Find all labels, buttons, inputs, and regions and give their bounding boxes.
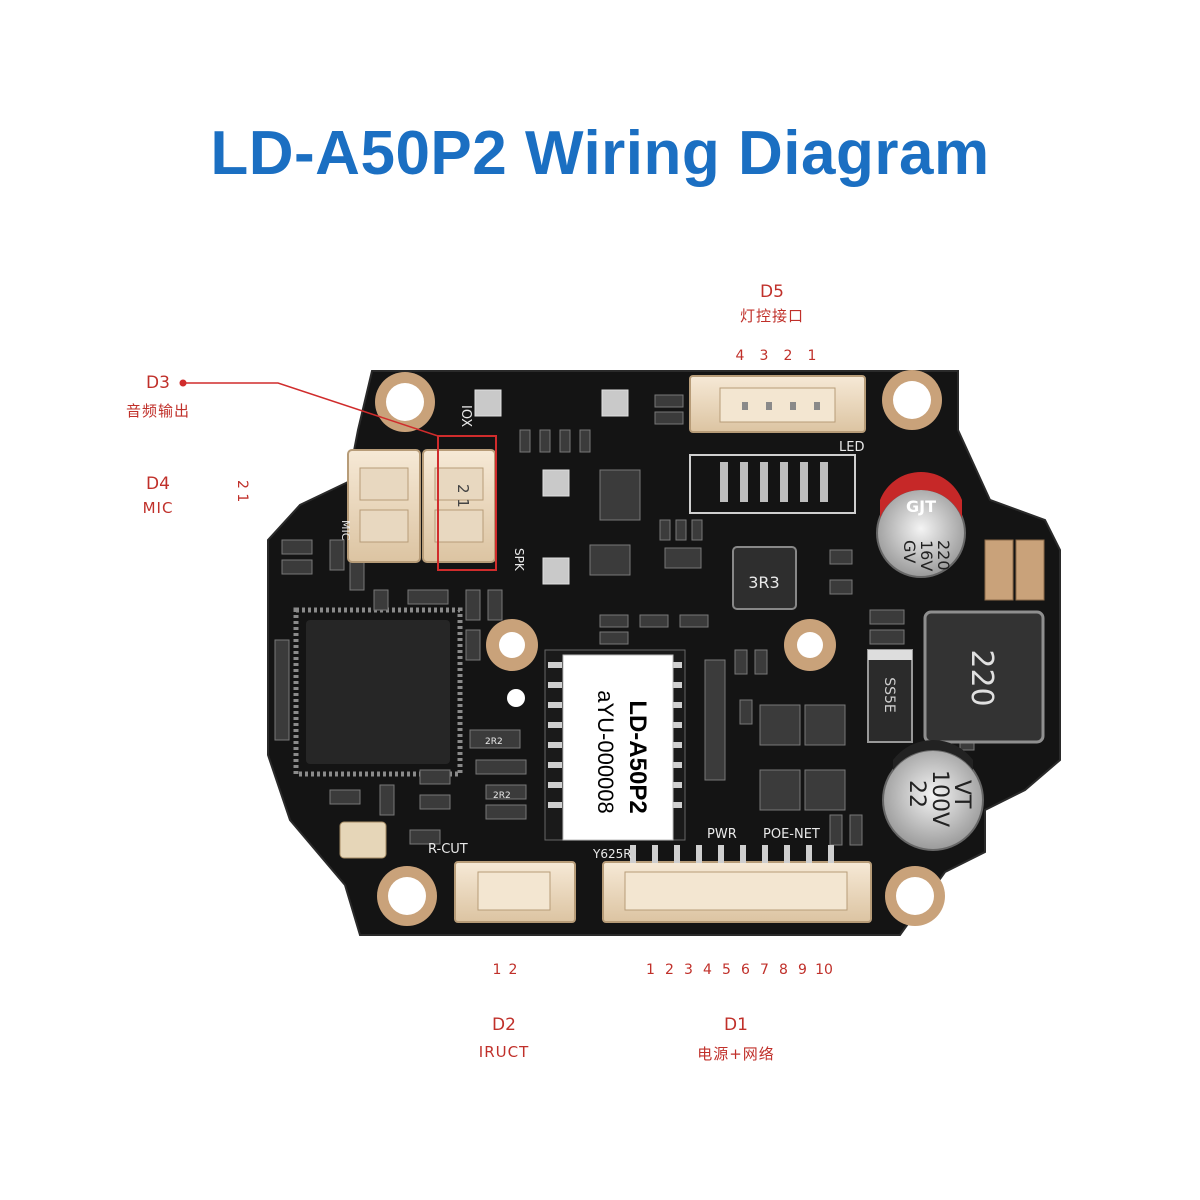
inductor-small: 3R3 bbox=[732, 546, 797, 610]
d3-code: D3 bbox=[146, 373, 170, 393]
capacitor-value-label: 22 bbox=[904, 780, 929, 808]
ircut-connector-d2 bbox=[454, 861, 576, 923]
d3-leader-line bbox=[183, 382, 439, 437]
power-network-connector-d1 bbox=[602, 861, 872, 923]
d1-pin: 7 bbox=[760, 962, 769, 978]
d5-pin-numbers: 4 3 2 1 bbox=[728, 348, 824, 364]
d1-description: 电源+网络 bbox=[697, 1045, 775, 1063]
d4-pin-numbers: 2 1 bbox=[234, 480, 250, 502]
d2-pin: 2 bbox=[508, 962, 518, 978]
d1-pin: 6 bbox=[741, 962, 750, 978]
d5-code: D5 bbox=[760, 282, 784, 302]
capacitor-220uf: GJT 220 16V GV bbox=[876, 471, 966, 578]
page-title: LD-A50P2 Wiring Diagram bbox=[210, 119, 990, 188]
silk-pwr: PWR bbox=[707, 827, 737, 842]
d1-pin-numbers: 1 2 3 4 5 6 7 8 9 10 bbox=[641, 962, 836, 978]
d3-description: 音频输出 bbox=[125, 402, 190, 420]
silk-box bbox=[689, 454, 856, 514]
inductor-small-label: 3R3 bbox=[748, 573, 779, 592]
silk-r-cut: R-CUT bbox=[428, 842, 468, 857]
inductor-large: 220 bbox=[923, 610, 1045, 744]
silk-spk: SPK bbox=[512, 548, 526, 572]
d3-leader-dot bbox=[179, 379, 187, 387]
audio-connector-d3 bbox=[422, 449, 496, 563]
d5-pin: 3 bbox=[759, 348, 769, 364]
capacitor-smd bbox=[984, 539, 1014, 601]
d2-description: IRUCT bbox=[478, 1043, 530, 1061]
mount-hole-center-left bbox=[486, 619, 538, 671]
capacitor-series-label: VT bbox=[949, 780, 974, 809]
d5-description: 灯控接口 bbox=[739, 307, 804, 325]
silk-mic: MIC bbox=[339, 520, 352, 541]
via-hole bbox=[507, 689, 525, 707]
smd-components bbox=[274, 394, 975, 846]
module-model-label: LD-A50P2 bbox=[624, 700, 651, 813]
d5-pin: 2 bbox=[783, 348, 793, 364]
inductor-large-label: 220 bbox=[964, 649, 999, 706]
capacitor-brand-label: GJT bbox=[906, 497, 936, 516]
capacitor-smd bbox=[1015, 539, 1045, 601]
network-module: LD-A50P2 aYU-000008 bbox=[544, 649, 686, 841]
diode-label: SS5E bbox=[881, 677, 897, 713]
test-pad bbox=[542, 469, 570, 497]
d1-pin: 1 bbox=[646, 962, 655, 978]
led-connector-d5 bbox=[689, 375, 866, 433]
module-serial-label: aYU-000008 bbox=[593, 690, 618, 814]
silk-iox: IOX bbox=[458, 405, 473, 427]
capacitor-series-label: GV bbox=[900, 540, 919, 563]
test-pad bbox=[542, 557, 570, 585]
capacitor-volt-label: 100V bbox=[927, 770, 952, 827]
silk-revision: Y625R bbox=[592, 847, 632, 861]
d2-pin: 1 bbox=[492, 962, 502, 978]
test-pad bbox=[601, 389, 629, 417]
diode: SS5E bbox=[867, 649, 913, 743]
d1-code: D1 bbox=[724, 1015, 748, 1035]
d1-pin: 9 bbox=[798, 962, 807, 978]
d1-pin: 10 bbox=[815, 962, 833, 978]
d4-description: MIC bbox=[142, 499, 174, 517]
d3-pin-numbers: 2 1 bbox=[454, 484, 472, 508]
d1-pin: 3 bbox=[684, 962, 693, 978]
d4-code: D4 bbox=[146, 474, 170, 494]
mount-hole-top-left bbox=[375, 372, 435, 432]
d2-code: D2 bbox=[492, 1015, 516, 1035]
d2-pin-numbers: 1 2 bbox=[489, 962, 521, 978]
mount-hole-top-right bbox=[882, 370, 942, 430]
soc-chip bbox=[293, 607, 463, 777]
mount-hole-bottom-left bbox=[377, 866, 437, 926]
connector-pin-row bbox=[720, 462, 828, 502]
d5-pin: 4 bbox=[735, 348, 745, 364]
silk-poe-net: POE-NET bbox=[763, 827, 820, 842]
d1-pin: 8 bbox=[779, 962, 788, 978]
d1-pin: 2 bbox=[665, 962, 674, 978]
mic-connector-d4 bbox=[347, 449, 421, 563]
mount-hole-bottom-right bbox=[885, 866, 945, 926]
d1-pin-row bbox=[630, 845, 834, 863]
d1-pin: 4 bbox=[703, 962, 712, 978]
d3-highlight-box bbox=[437, 435, 497, 571]
silk-resistor: 2R2 bbox=[485, 737, 503, 747]
silk-led: LED bbox=[839, 440, 864, 455]
capacitor-value-label: 220 bbox=[934, 540, 953, 571]
crystal bbox=[339, 821, 387, 859]
d1-pin: 5 bbox=[722, 962, 731, 978]
silk-resistor: 2R2 bbox=[493, 791, 511, 801]
capacitor-volt-label: 16V bbox=[917, 540, 936, 571]
d5-pin: 1 bbox=[807, 348, 817, 364]
test-pad bbox=[474, 389, 502, 417]
capacitor-22uf: VT 100V 22 bbox=[882, 739, 984, 851]
mount-hole-center-right bbox=[784, 619, 836, 671]
